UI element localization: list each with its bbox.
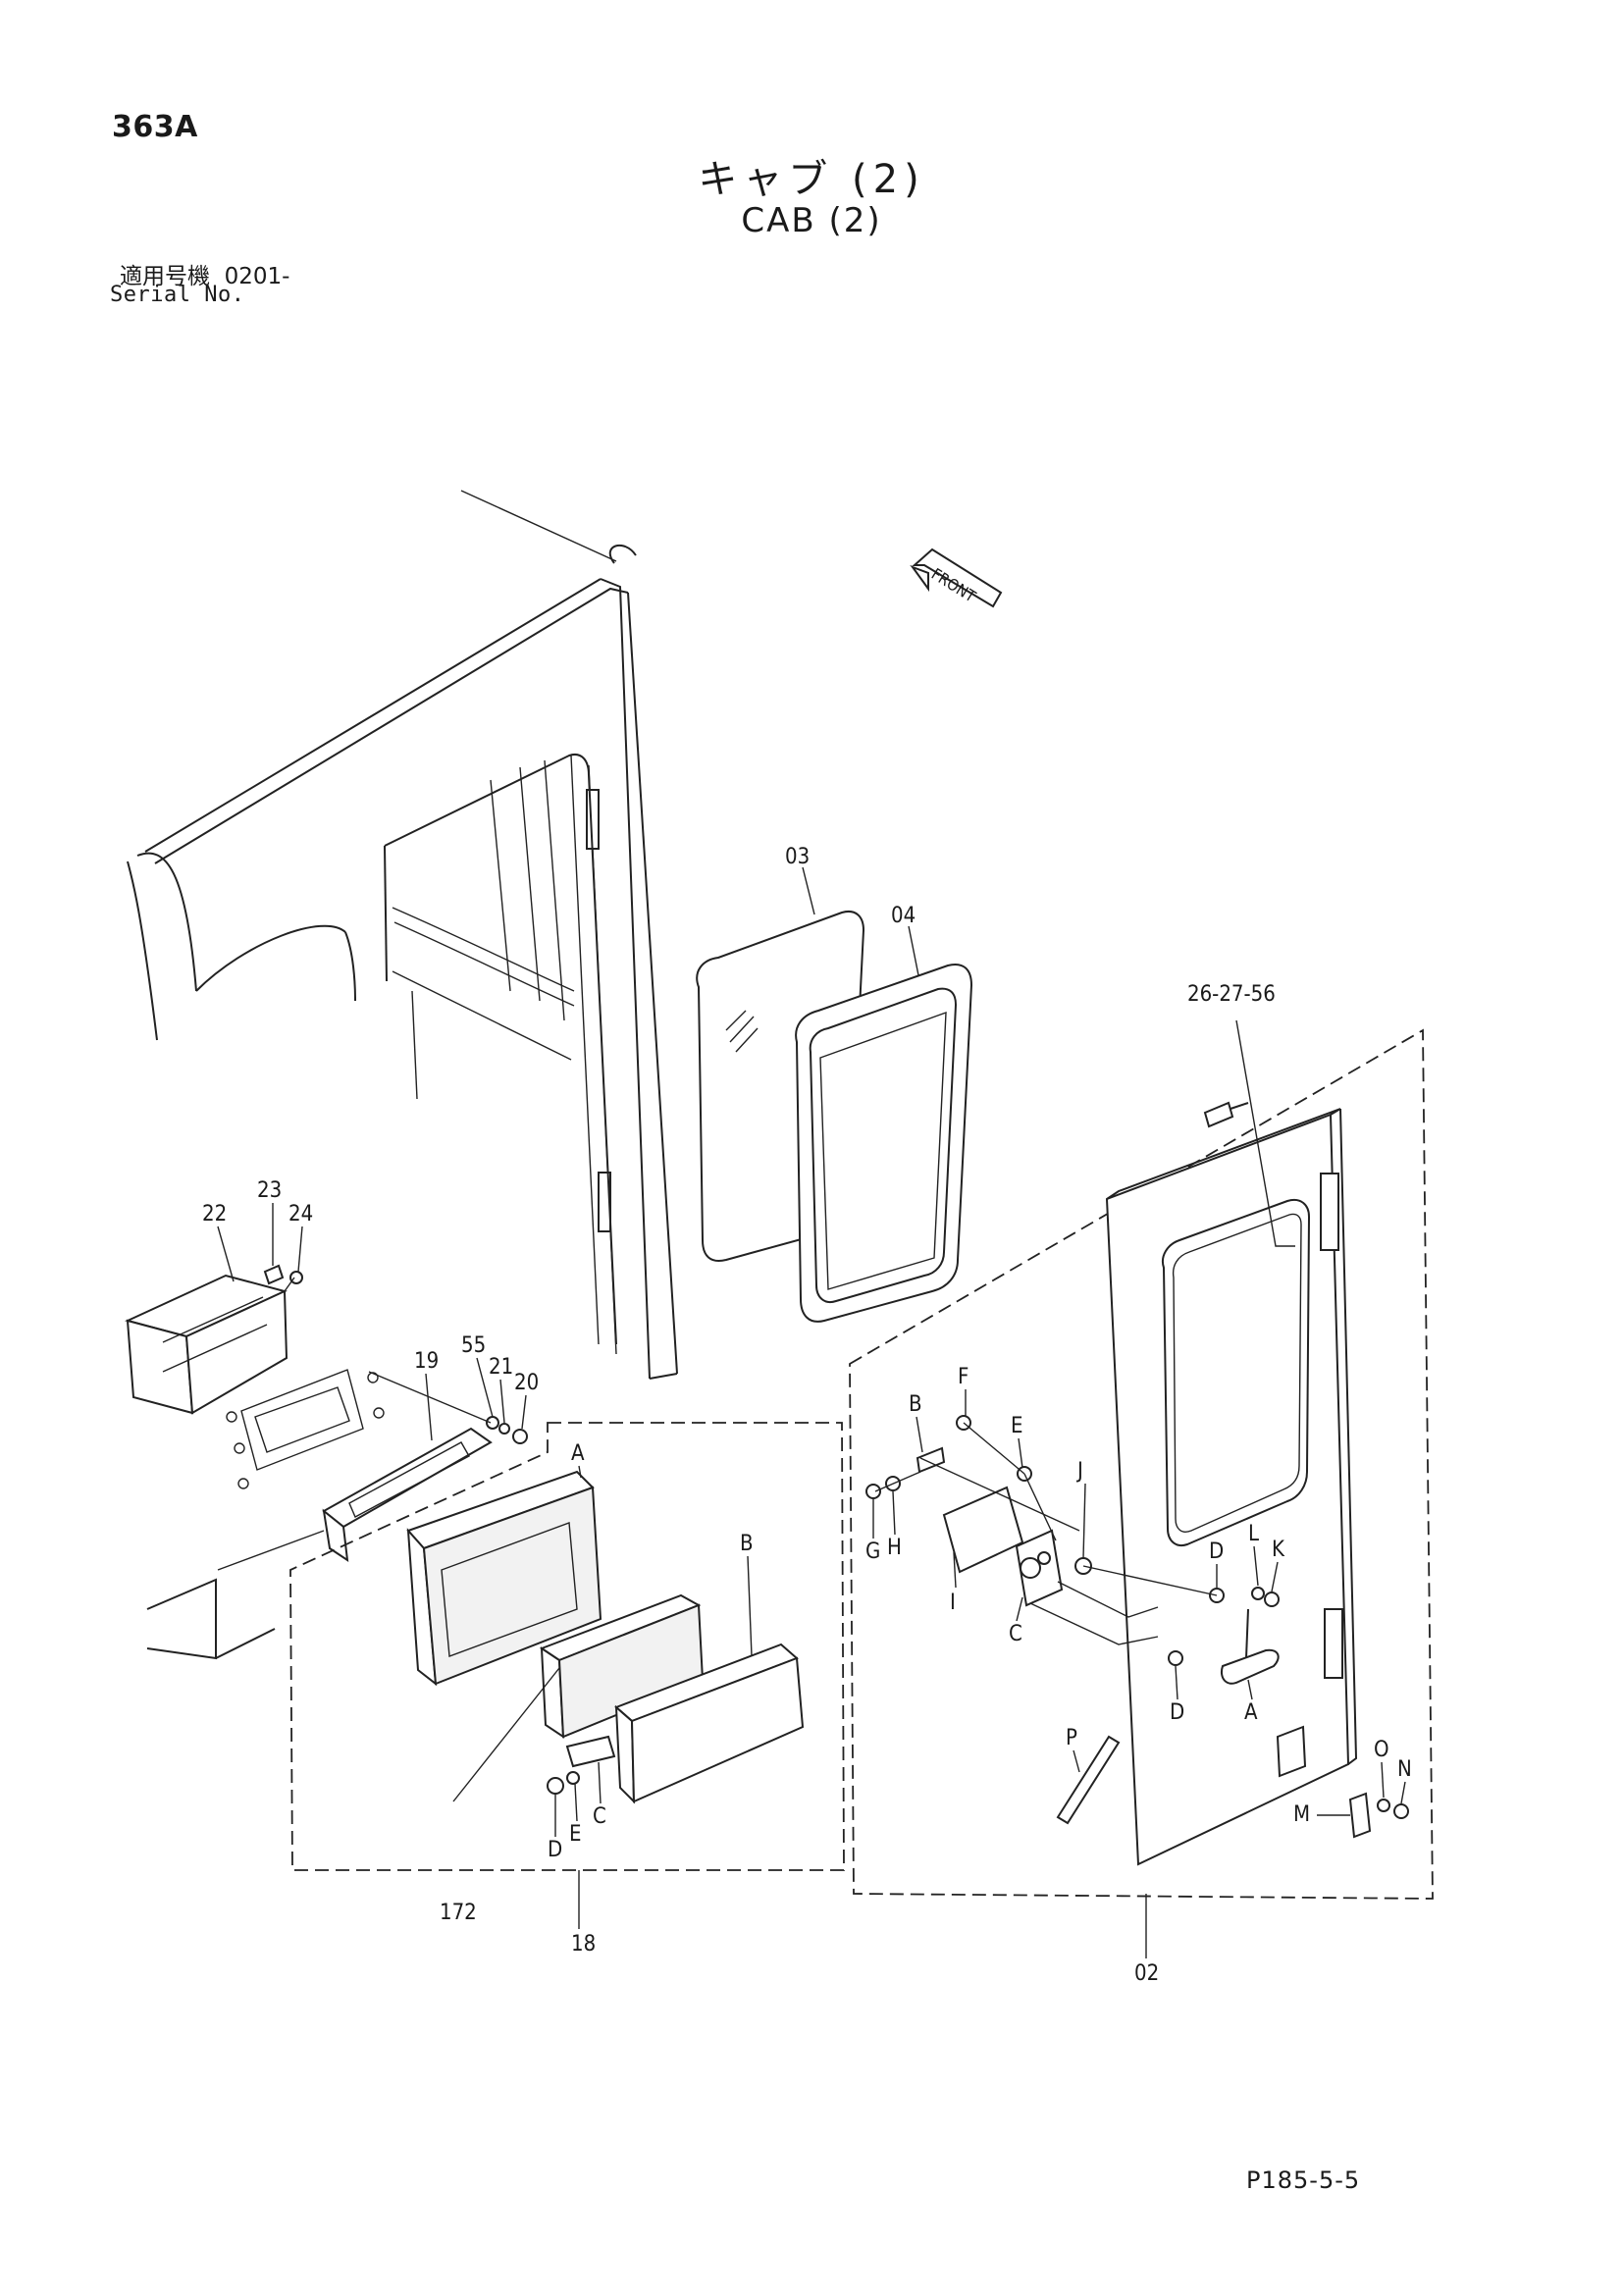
page-title-jp: キャブ (2) [698,157,925,202]
callout-labels: 03 04 26-27-56 22 23 24 19 55 21 20 A B … [202,845,1412,1986]
page-code: P185-5-5 [1246,2166,1361,2194]
serial-label-jp-text: 適用号機 [120,264,210,289]
callout-23: 23 [257,1178,282,1203]
callout-02-O: O [1374,1738,1389,1762]
callout-22: 22 [202,1202,227,1226]
callout-02-H: H [887,1536,902,1560]
callout-04: 04 [891,904,916,928]
room-light-assembly-boundary [289,1422,845,1871]
callout-18-B: B [740,1532,754,1556]
callout-19: 19 [414,1349,439,1374]
callout-02-D1: D [1209,1539,1224,1564]
callout-02-M: M [1293,1802,1310,1827]
serial-label-jp: 適用号機 0201- [120,257,289,290]
bolt-26-27-56 [1203,1019,1295,1247]
callout-02-F: F [958,1365,969,1389]
room-light-bracket-parts [125,1264,528,1571]
callout-18-A: A [571,1441,585,1466]
cab-body [127,490,678,1660]
callout-02-D2: D [1170,1700,1184,1725]
callout-18-D: D [548,1838,562,1862]
room-light-parts [406,1470,805,1804]
front-direction-arrow: FRONT [910,548,1003,608]
callout-02-C: C [1009,1622,1022,1646]
callout-02-N: N [1397,1757,1412,1782]
callout-20: 20 [514,1371,539,1395]
callout-02-A: A [1244,1700,1258,1725]
callout-02-P: P [1066,1726,1077,1750]
callout-02-J: J [1075,1459,1083,1484]
callout-24: 24 [288,1202,313,1226]
callout-172: 172 [440,1901,477,1925]
door-latch-parts [865,1415,1409,1839]
callout-02-L: L [1248,1522,1259,1546]
window-seal-04 [795,964,973,1323]
callout-02-K: K [1272,1538,1285,1562]
page-id: 363A [112,110,198,144]
callout-02-G: G [865,1539,880,1564]
serial-label-en: Serial No. [110,283,245,307]
callout-21: 21 [489,1355,513,1380]
page-title-en: CAB (2) [741,201,882,240]
door-panel [1105,1108,1358,1866]
callout-18-C: C [593,1804,606,1829]
callout-26-27-56: 26-27-56 [1187,982,1276,1007]
callout-03: 03 [785,845,810,869]
callout-02-B: B [909,1392,922,1417]
callout-18-E: E [569,1822,582,1847]
door-assembly-boundary [849,1028,1434,1900]
serial-value: 0201- [224,264,290,289]
callout-02-I: I [950,1591,956,1615]
callout-02-E: E [1011,1414,1023,1438]
callout-02: 02 [1134,1961,1159,1986]
callout-55: 55 [461,1333,486,1358]
callout-18: 18 [571,1932,596,1957]
